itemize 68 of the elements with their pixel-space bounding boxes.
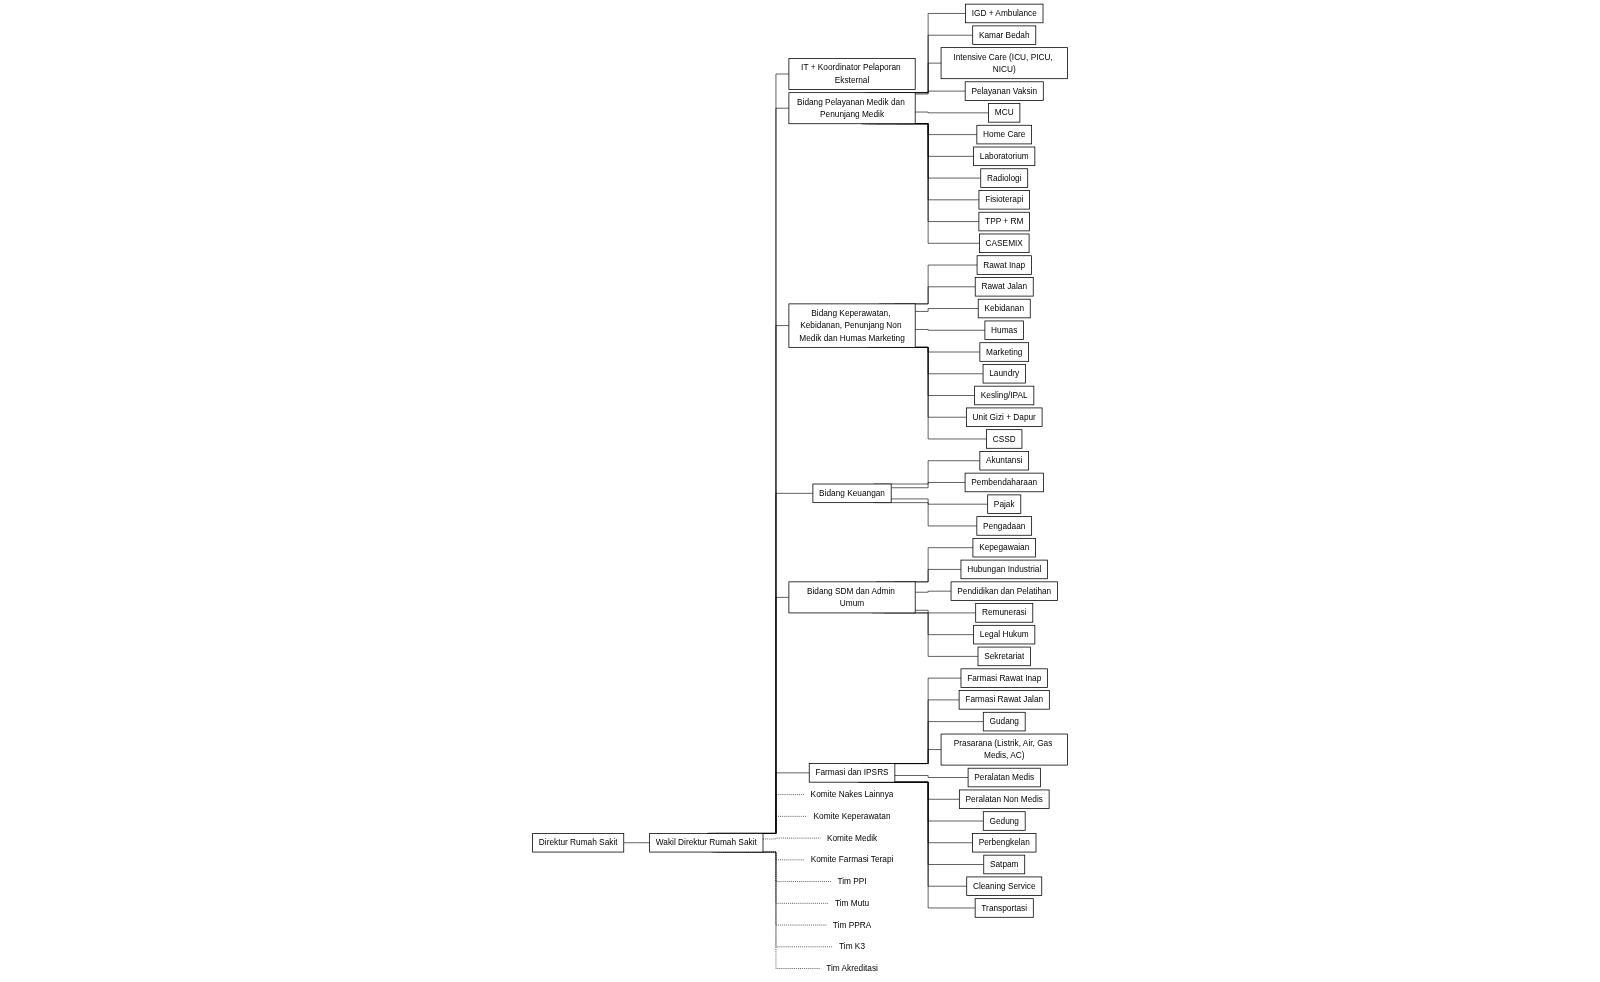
node-box: Satpam (983, 854, 1026, 875)
connector (890, 498, 988, 505)
node-text: Tim Mutu (834, 898, 870, 908)
node-box: Pelayanan Vaksin (964, 81, 1044, 101)
node-box: Pajak (987, 494, 1022, 514)
node-box: Bidang Keuangan (812, 483, 892, 504)
node-box: Intensive Care (ICU, PICU, NICU) (940, 47, 1068, 80)
node-box: Home Care (976, 124, 1032, 145)
connector (914, 90, 966, 95)
connector (914, 308, 979, 312)
node-box: Sekretariat (977, 646, 1031, 667)
node-box: Bidang Pelayanan Medik dan Penunjang Medik (788, 92, 916, 125)
node-text: Komite Farmasi Terapi (810, 855, 894, 864)
node-box: Peralatan Non Medis (958, 789, 1050, 809)
node-box: Rawat Jalan (974, 277, 1034, 297)
node-box: Kebidanan (977, 298, 1031, 319)
connector (623, 842, 650, 844)
connector (890, 482, 966, 489)
node-box: TPP + RM (978, 211, 1030, 232)
node-box: Farmasi dan IPSRS (808, 763, 896, 783)
node-box: Pengadaan (976, 516, 1033, 536)
node-box: Gudang (982, 711, 1026, 732)
node-box: Pendidikan dan Pelatihan (950, 581, 1058, 601)
node-box: MCU (988, 103, 1021, 123)
node-box: Direktur Rumah Sakit (532, 833, 625, 853)
node-text: Komite Nakes Lainnya (810, 789, 894, 799)
node-box: Bidang Keperawatan, Kebidanan, Penunjang Non Medik dan Humas Marketing (788, 303, 916, 348)
node-box: Pembendaharaan (964, 472, 1044, 493)
node-box: Prasarana (Listrik, Air, Gas Medis, AC) (940, 733, 1068, 766)
node-box: Fisioterapi (978, 190, 1030, 210)
node-box: Kamar Bedah (972, 25, 1037, 45)
node-box: Cleaning Service (966, 876, 1043, 896)
node-box: Farmasi Rawat Inap (960, 668, 1048, 688)
node-text: Tim PPI (837, 876, 867, 886)
node-text: Tim K3 (839, 942, 865, 951)
node-text: Komite Keperawatan (813, 811, 891, 821)
node-box: Farmasi Rawat Jalan (958, 690, 1050, 710)
node-box: IT + Koordinator Pelaporan Eksternal (788, 58, 916, 90)
node-box: Marketing (979, 342, 1030, 362)
connector (914, 329, 986, 331)
node-box: Radiologi (980, 168, 1029, 188)
node-box: Gedung (982, 811, 1026, 831)
node-box: Rawat Inap (976, 255, 1032, 275)
connector (914, 111, 989, 114)
node-box: Transportasi (974, 898, 1034, 918)
node-box: Legal Hukum (973, 624, 1036, 645)
connector (914, 609, 976, 614)
node-text: Tim PPRA (832, 920, 872, 930)
node-box: Perbengkelan (972, 833, 1037, 853)
node-box: Wakil Direktur Rumah Sakit (649, 833, 764, 853)
node-text: Komite Medik (826, 833, 878, 843)
node-box: Peralatan Medis (967, 767, 1041, 788)
node-box: CSSD (986, 429, 1023, 449)
node-box: Unit Gizi + Dapur (966, 407, 1043, 427)
node-box: Kesling/IPAL (974, 385, 1035, 406)
node-text: Tim Akreditasi (826, 963, 878, 973)
node-box: Laboratorium (973, 146, 1036, 167)
node-box: Laundry (982, 364, 1026, 384)
node-box: Humas (984, 320, 1024, 340)
connector (894, 775, 969, 778)
node-box: CASEMIX (979, 233, 1030, 253)
node-box: Akuntansi (979, 451, 1030, 471)
node-box: Hubungan Industrial (960, 559, 1048, 580)
node-box: Kepegawaian (972, 538, 1036, 558)
node-box: Bidang SDM dan Admin Umum (788, 581, 916, 614)
node-box: IGD + Ambulance (965, 3, 1044, 24)
node-box: Remunerasi (975, 603, 1034, 623)
connector (914, 590, 952, 593)
